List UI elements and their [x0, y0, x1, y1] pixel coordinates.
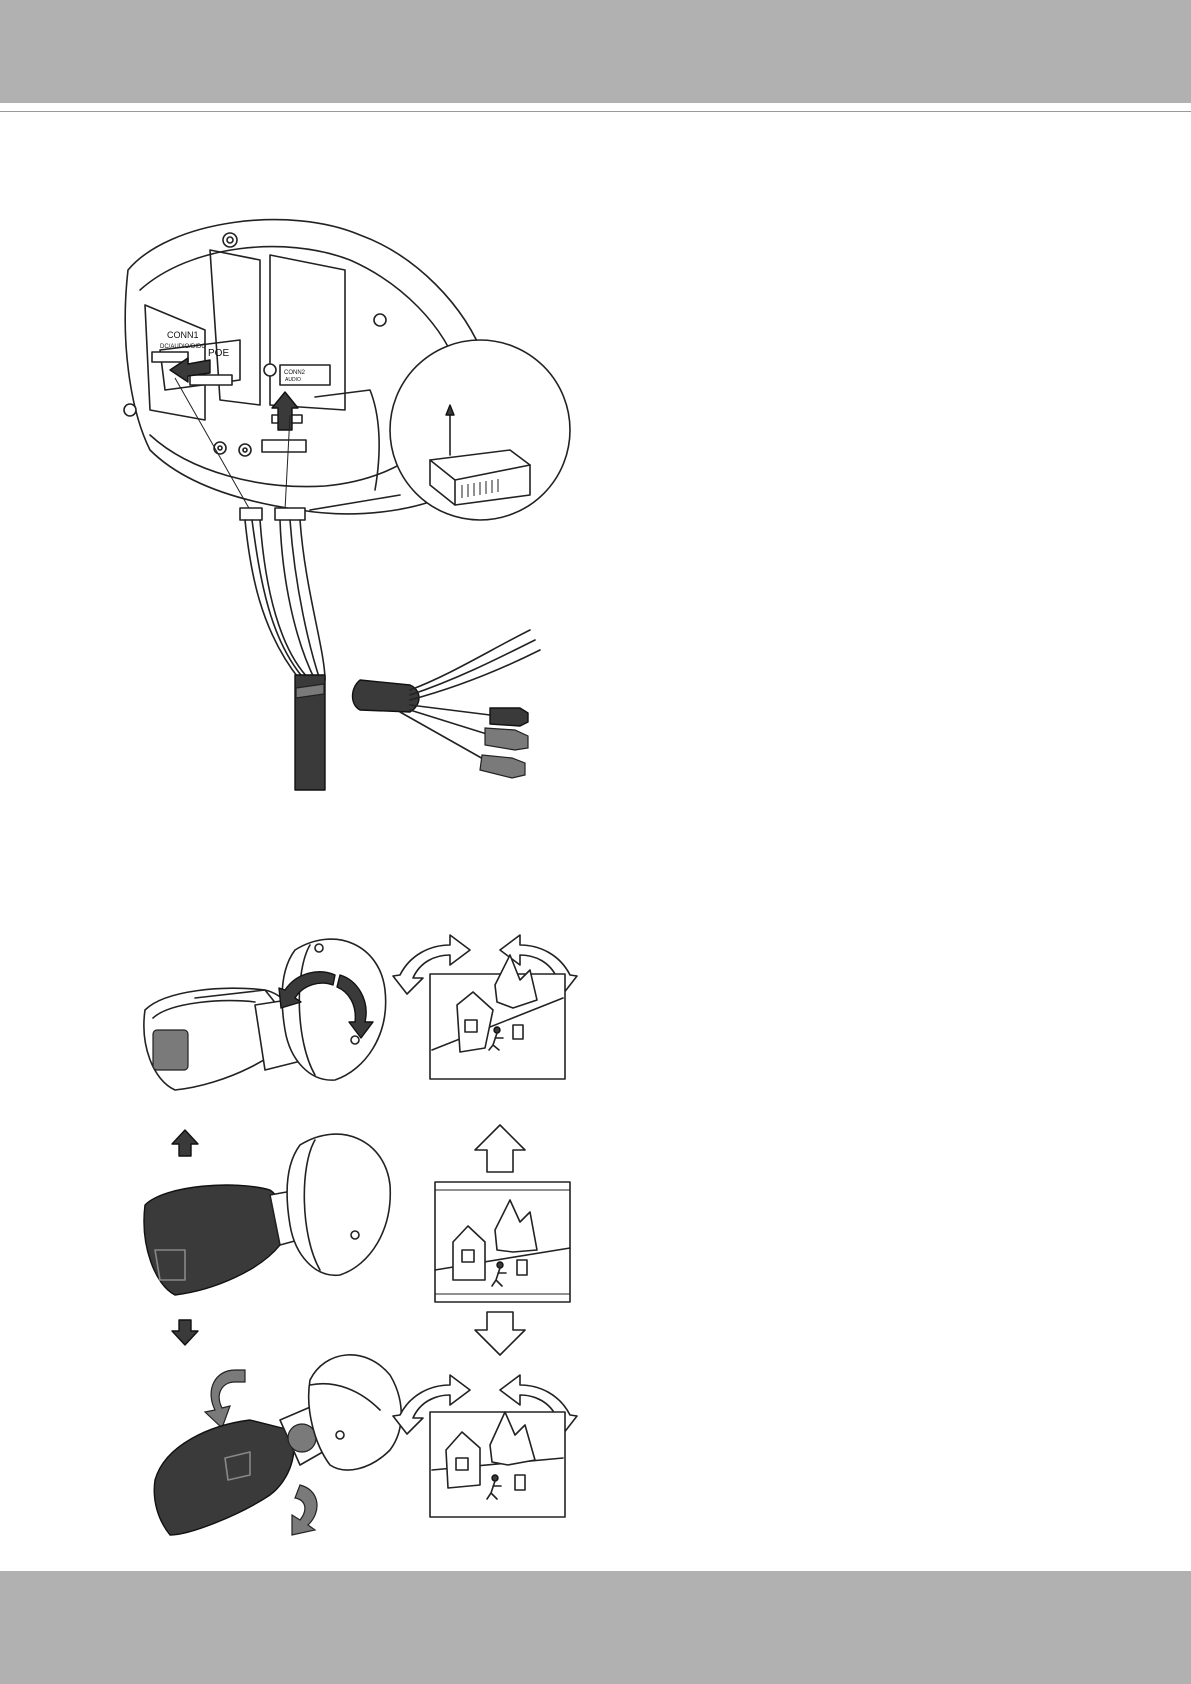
outline-arrow-up-icon [475, 1125, 525, 1172]
tilt-figure [135, 1130, 595, 1345]
arrow-up-icon [172, 1130, 198, 1156]
wire-harness [353, 680, 420, 712]
wall-mount [287, 1134, 390, 1275]
arrow-down-icon [172, 1320, 198, 1345]
outline-arrow-down-icon [475, 1312, 525, 1355]
header-band [0, 0, 1191, 103]
footer-band [0, 1571, 1191, 1684]
wall-mount [282, 939, 386, 1080]
camera-body-dark [144, 1185, 283, 1295]
circular-arrow-icon [205, 1370, 245, 1428]
rotate-image-figure [135, 930, 595, 1095]
circular-arrow-icon [292, 1485, 317, 1535]
conn1-label: CONN1 [167, 330, 199, 340]
wiring-figure: CONN1 DC/AUDIO/DIDO POE CONN2 AUDIO [110, 210, 610, 850]
wall-mount [309, 1355, 402, 1470]
twist-figure [150, 1350, 590, 1555]
camera-body-dark [154, 1420, 294, 1535]
conn1-sub-label: DC/AUDIO/DIDO [160, 344, 206, 350]
conn2-label: CONN2 [284, 370, 306, 376]
header-rule [0, 111, 1191, 112]
conn2-sub-label: AUDIO [285, 377, 301, 383]
connector-detail [430, 450, 530, 505]
poe-label: POE [208, 348, 229, 359]
